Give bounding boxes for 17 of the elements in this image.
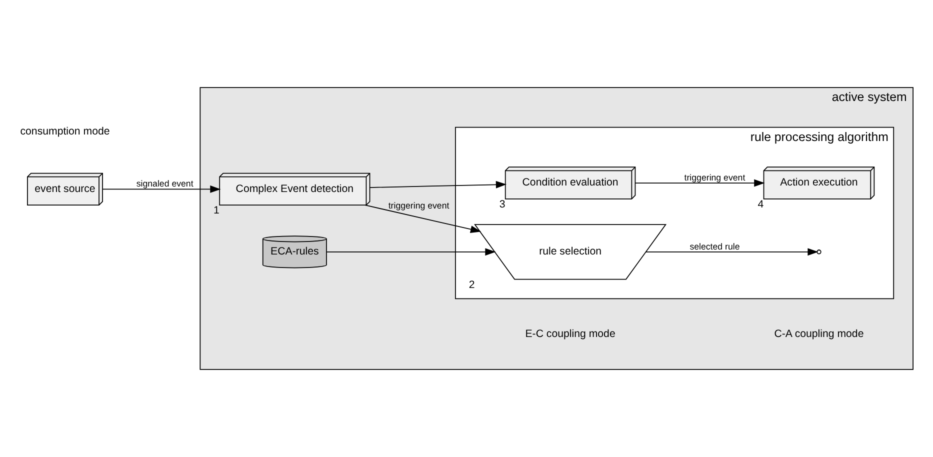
arrow <box>102 185 221 193</box>
node-label: 1 <box>214 204 220 217</box>
arrow <box>634 179 765 187</box>
label: C-A coupling mode <box>774 328 864 340</box>
label: E-C coupling mode <box>525 328 616 340</box>
edge-label: selected rule <box>690 241 740 252</box>
arrow <box>326 248 496 256</box>
node-label: 4 <box>758 198 764 210</box>
arrow <box>364 204 482 233</box>
node-label: 2 <box>468 278 475 291</box>
edge-label: triggering event <box>684 172 746 182</box>
edge-label: signaled event <box>136 178 194 189</box>
label: consumption mode <box>20 126 110 138</box>
arrow <box>646 248 818 256</box>
edge-label: triggering event <box>388 200 450 211</box>
arrow <box>370 180 507 188</box>
node-label: 3 <box>499 198 506 210</box>
